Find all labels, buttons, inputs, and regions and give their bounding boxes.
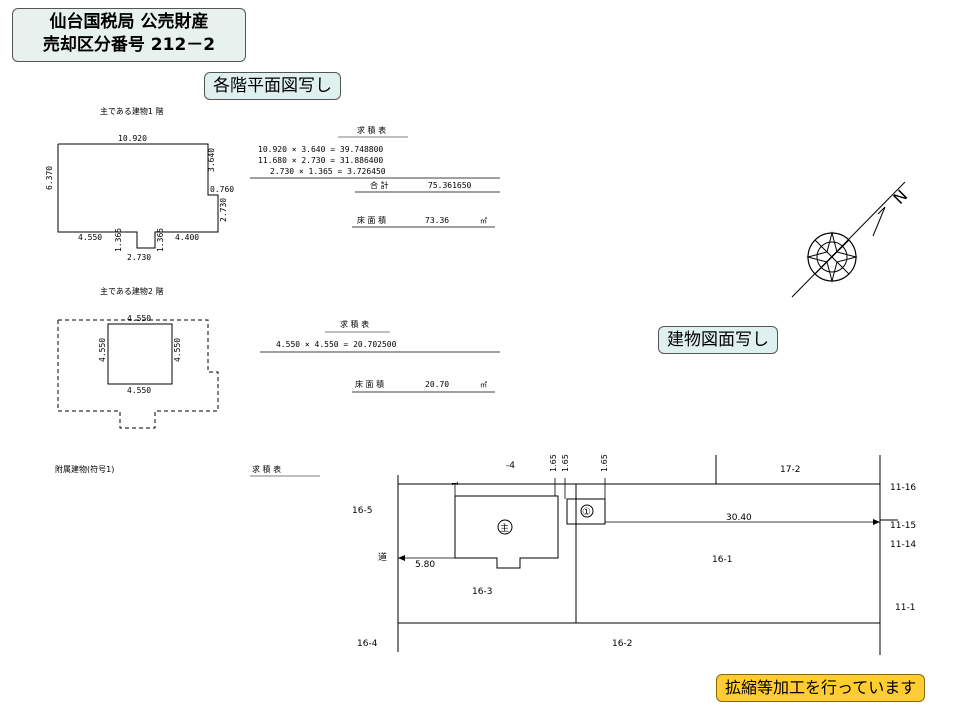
site-annex-building	[566, 498, 606, 525]
floor1-calc-row-2: 11.680 × 2.730 = 31.886400	[258, 156, 383, 165]
floor1-calc-row-1: 10.920 × 3.640 = 39.748800	[258, 145, 383, 154]
floor1-dim-bottom-left: 4.550	[78, 233, 102, 242]
floor1-dim-left: 6.370	[45, 166, 54, 190]
floor2-floor-area-label: 床 面 積	[355, 379, 384, 389]
floor2-outline	[107, 323, 173, 385]
floor1-total-label: 合 計	[370, 180, 389, 190]
site-dim-165c: 1.65	[600, 454, 609, 472]
site-dim-1: 1	[451, 481, 460, 486]
floor1-floor-area-label: 床 面 積	[357, 215, 386, 225]
floor2-unit: ㎡	[480, 381, 487, 389]
floor1-dim-right-lower: 2.730	[219, 198, 228, 222]
site-parcel-17-2: 17-2	[780, 465, 800, 475]
compass-inner-ring	[816, 241, 848, 273]
floor1-unit: ㎡	[480, 217, 487, 225]
site-parcel-16-5: 16-5	[352, 506, 372, 516]
site-main-building	[454, 495, 559, 569]
floor1-calc-row-3: 2.730 × 1.365 = 3.726450	[270, 167, 386, 176]
compass-rose: N	[791, 181, 911, 298]
site-dim-580-arrow	[398, 555, 405, 561]
site-main-mark: 主	[500, 522, 509, 534]
buildingplan-label: 建物図面写し	[658, 326, 778, 354]
site-dim-3040: 30.40	[726, 513, 752, 523]
site-parcel-11-15: 11-15	[890, 521, 916, 531]
compass-cross-2	[814, 239, 850, 275]
site-annex-mark-circle	[580, 504, 594, 518]
compass-arrow-stroke-1	[872, 206, 886, 237]
site-dim-165a: 1.65	[549, 454, 558, 472]
site-dim-165b: 1.65	[561, 454, 570, 472]
notice-label: 拡縮等加工を行っています	[716, 674, 926, 702]
site-dim-580: 5.80	[415, 560, 435, 570]
site-road-label: 道	[378, 551, 387, 563]
floor2-dim-right: 4.550	[173, 338, 182, 362]
floor2-dim-top: 4.550	[127, 314, 151, 323]
floor2-calc-header: 求 積 表	[340, 319, 369, 329]
floor1-dim-top: 10.920	[118, 134, 147, 143]
floor2-dim-left: 4.550	[98, 338, 107, 362]
floor1-dim-bottom-right: 4.400	[175, 233, 199, 242]
site-parcel-11-14: 11-14	[890, 540, 916, 550]
floor1-total-value: 75.361650	[428, 181, 472, 190]
site-parcel-16-2: 16-2	[612, 639, 632, 649]
floor2-heading: 主である建物2 階	[100, 286, 164, 296]
floor1-dim-notch-left: 1.365	[114, 228, 123, 252]
floor1-outline	[57, 143, 219, 249]
title-line1: 仙台国税局 公売財産	[49, 12, 209, 32]
site-annex-mark: ①	[582, 507, 591, 518]
site-parcel-11-16: 11-16	[890, 483, 916, 493]
compass-north-label: N	[889, 186, 911, 208]
annex-calc-header: 求 積 表	[252, 464, 281, 474]
floor1-floor-area-value: 73.36	[425, 216, 449, 225]
floor1-dim-notch-width: 2.730	[127, 253, 151, 262]
site-parcel-11-1: 11-1	[895, 603, 915, 613]
floor1-heading: 主である建物1 階	[100, 106, 164, 116]
floor2-calc-row-1: 4.550 × 4.550 = 20.702500	[276, 340, 397, 349]
site-plan: 主 ① 1 1.65 1.65 1.65 30.40 5.80 -4 17-2 …	[352, 454, 916, 655]
floor1-dim-right-upper: 3.640	[207, 148, 216, 172]
floor1-dim-step: 0.760	[210, 185, 234, 194]
floor1-dim-notch-right: 1.365	[156, 228, 165, 252]
title-box: 仙台国税局 公売財産 売却区分番号 212－2	[12, 8, 246, 62]
floor2-dashed-outline	[57, 319, 219, 429]
site-main-mark-circle	[497, 519, 513, 535]
site-parcel-16-3: 16-3	[472, 587, 492, 597]
site-parcel-minus4: -4	[506, 461, 515, 471]
compass-arrow-stroke-2	[877, 206, 886, 215]
floor2-dim-bottom: 4.550	[127, 386, 151, 395]
annex-heading: 附属建物(符号1)	[55, 464, 114, 474]
site-dim-3040-arrow	[873, 519, 880, 525]
site-parcel-16-4: 16-4	[357, 639, 378, 649]
floor2-floor-area-value: 20.70	[425, 380, 449, 389]
compass-star	[806, 231, 858, 283]
floor1-calc-header: 求 積 表	[357, 125, 386, 135]
title-line2: 売却区分番号 212－2	[42, 35, 216, 55]
site-parcel-16-1: 16-1	[712, 555, 732, 565]
floorplan-label: 各階平面図写し	[204, 72, 341, 100]
